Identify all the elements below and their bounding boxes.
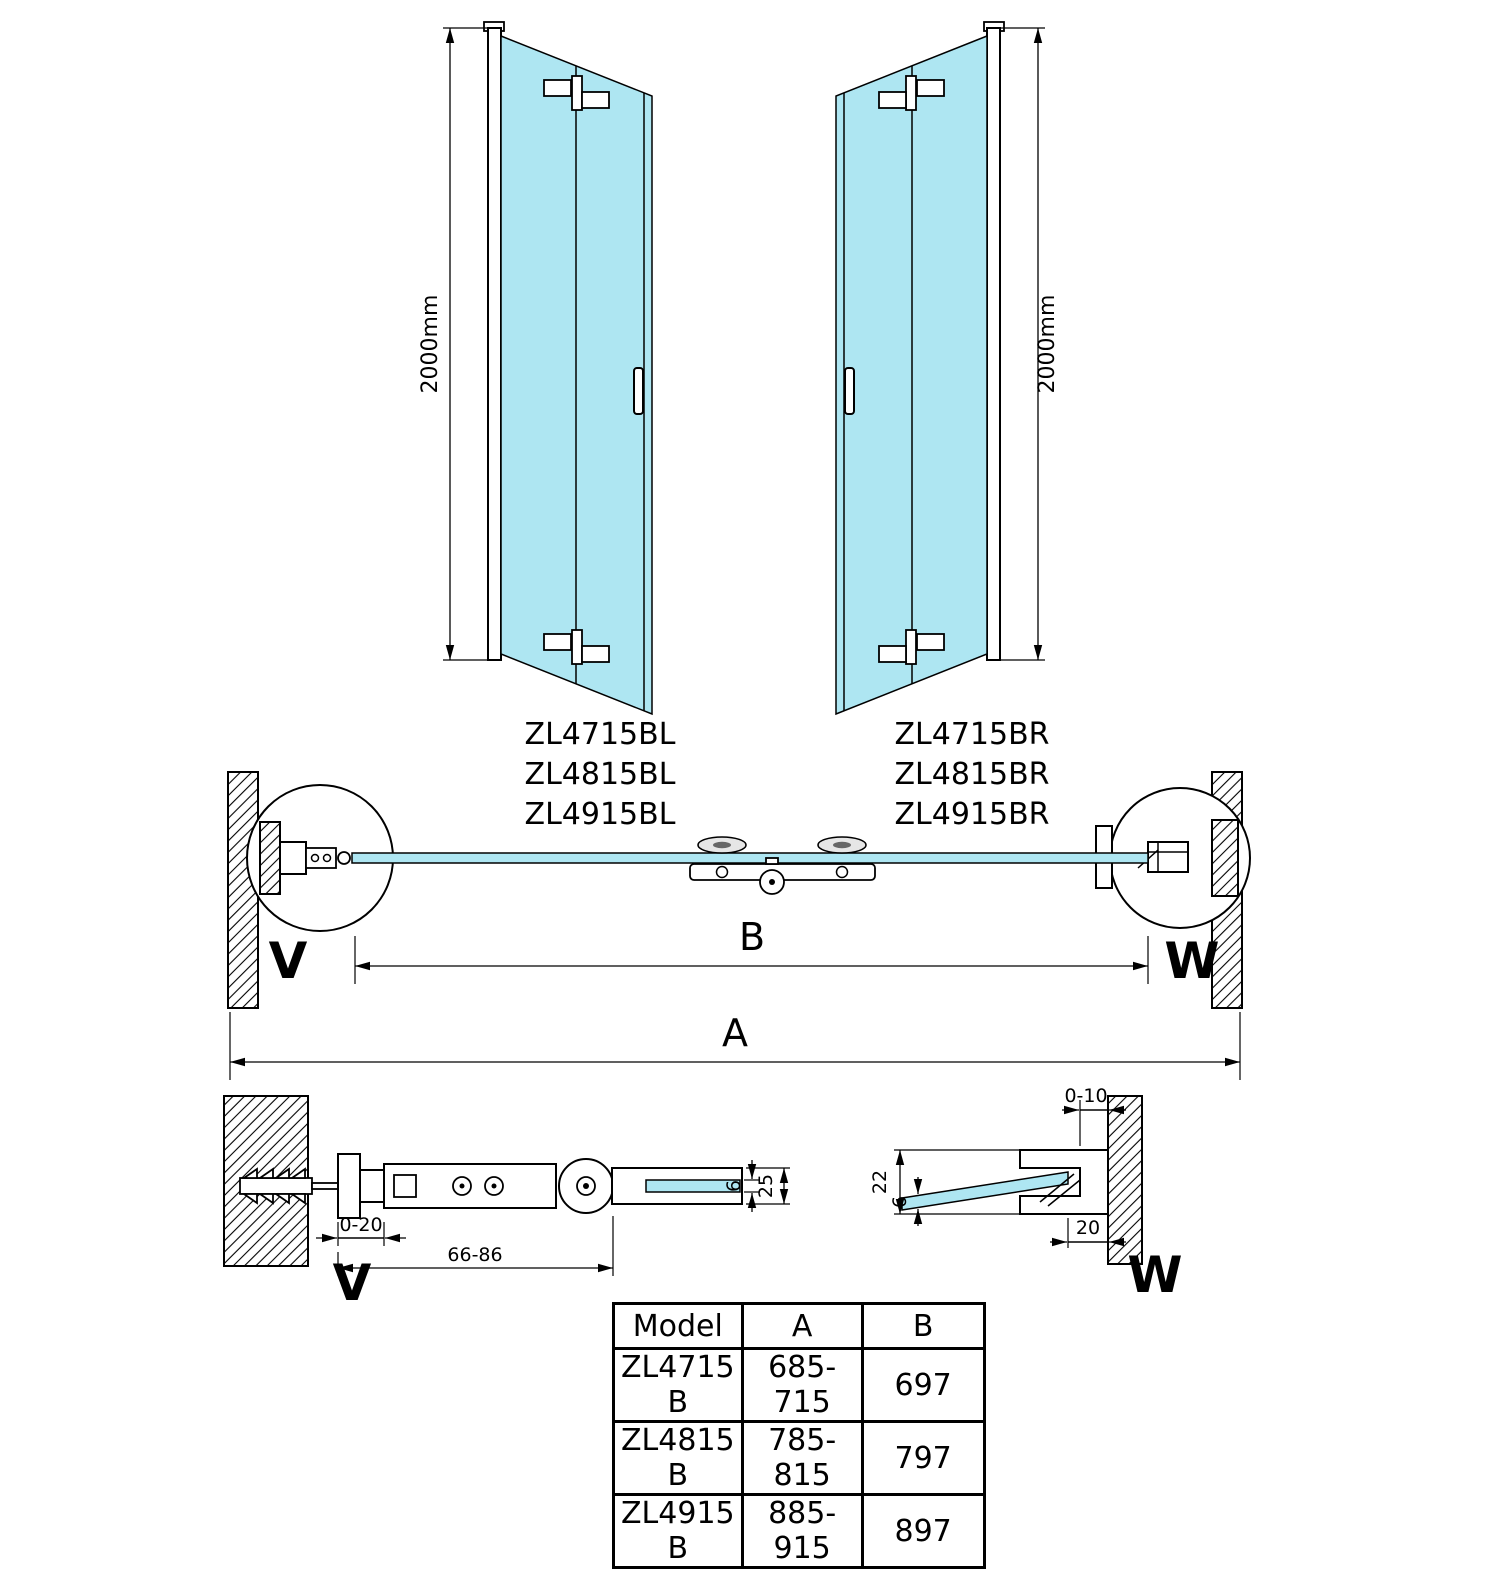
detail-w: 0-10 22 6 20 W <box>869 1085 1183 1304</box>
cell-b: 797 <box>860 1420 986 1496</box>
model-label: ZL4915BL <box>525 797 676 832</box>
table-header-model: Model <box>612 1302 744 1350</box>
glass-panel-plan <box>351 852 1149 864</box>
detail-v: 0-20 66-86 6 25 V <box>223 1095 790 1312</box>
hinge-profile-section <box>337 1153 743 1219</box>
detail-v-callout-content <box>259 821 351 895</box>
cell-a: 885-915 <box>740 1493 864 1569</box>
right-door-model-list: ZL4715BR ZL4815BR ZL4915BR <box>894 717 1049 832</box>
receiving-profile-section <box>1019 1149 1109 1215</box>
right-door-elevation <box>836 22 1045 714</box>
model-label: ZL4715BR <box>894 717 1049 752</box>
dimension-a: A <box>229 1011 1241 1080</box>
model-label: ZL4715BL <box>525 717 676 752</box>
dimension-b: B <box>354 915 1149 984</box>
dim-profile-height-w: 22 <box>869 1170 891 1194</box>
left-door-model-list: ZL4715BL ZL4815BL ZL4915BL <box>525 717 676 832</box>
dim-glass-w: 6 <box>889 1196 911 1208</box>
size-table: Model A B ZL4715 B 685-715 697 ZL4815 B … <box>612 1302 986 1569</box>
cell-b: 897 <box>860 1493 986 1569</box>
detail-w-callout-content <box>1137 819 1239 897</box>
cell-a: 685-715 <box>740 1347 864 1423</box>
dim-profile-depth-w: 20 <box>1076 1217 1100 1239</box>
fold-hinge-hardware-plan <box>689 836 876 895</box>
dimension-a-label: A <box>722 1011 748 1055</box>
dim-wall-gap-w: 0-10 <box>1064 1085 1107 1107</box>
table-row: ZL4815 B 785-815 797 <box>612 1420 986 1496</box>
table-row: ZL4715 B 685-715 697 <box>612 1347 986 1423</box>
model-label: ZL4815BR <box>894 757 1049 792</box>
detail-w-label: W <box>1127 1246 1182 1304</box>
right-door-height-dimension: 2000mm <box>1035 295 1060 394</box>
detail-marker-w: W <box>1164 932 1219 990</box>
dim-width-v: 66-86 <box>447 1244 502 1266</box>
technical-drawing-page: 2000mm 2000mm ZL4715BL ZL4815BL ZL4915BL… <box>223 0 1251 1569</box>
cell-model: ZL4815 B <box>612 1420 744 1496</box>
cell-a: 785-815 <box>740 1420 864 1496</box>
dim-glass-v: 6 <box>723 1180 745 1192</box>
plan-view: V W B A <box>227 771 1251 1080</box>
detail-v-label: V <box>333 1254 372 1312</box>
shower-door-technical-drawing: 2000mm 2000mm ZL4715BL ZL4815BL ZL4915BL… <box>223 0 1251 1312</box>
left-wall-plan <box>227 771 259 1009</box>
cell-model: ZL4915 B <box>612 1493 744 1569</box>
left-door-elevation <box>443 22 652 714</box>
wall-section-w <box>1107 1095 1143 1265</box>
glass-section-v <box>645 1179 741 1193</box>
left-door-height-dimension: 2000mm <box>418 295 443 394</box>
dim-profile-height-v: 25 <box>755 1174 777 1198</box>
wall-anchor <box>239 1167 339 1205</box>
model-label: ZL4915BR <box>894 797 1049 832</box>
dim-wall-gap-v: 0-20 <box>339 1214 382 1236</box>
cell-model: ZL4715 B <box>612 1347 744 1423</box>
table-row: ZL4915 B 885-915 897 <box>612 1493 986 1569</box>
dimension-b-label: B <box>739 915 765 959</box>
detail-v-dimensions: 0-20 66-86 6 25 <box>316 1160 790 1276</box>
table-header-b: B <box>860 1302 986 1350</box>
detail-marker-v: V <box>269 932 308 990</box>
model-label: ZL4815BL <box>525 757 676 792</box>
table-header-a: A <box>740 1302 864 1350</box>
detail-w-dimensions: 0-10 22 6 20 <box>869 1085 1126 1248</box>
cell-b: 697 <box>860 1347 986 1423</box>
table-header-row: Model A B <box>612 1302 986 1350</box>
